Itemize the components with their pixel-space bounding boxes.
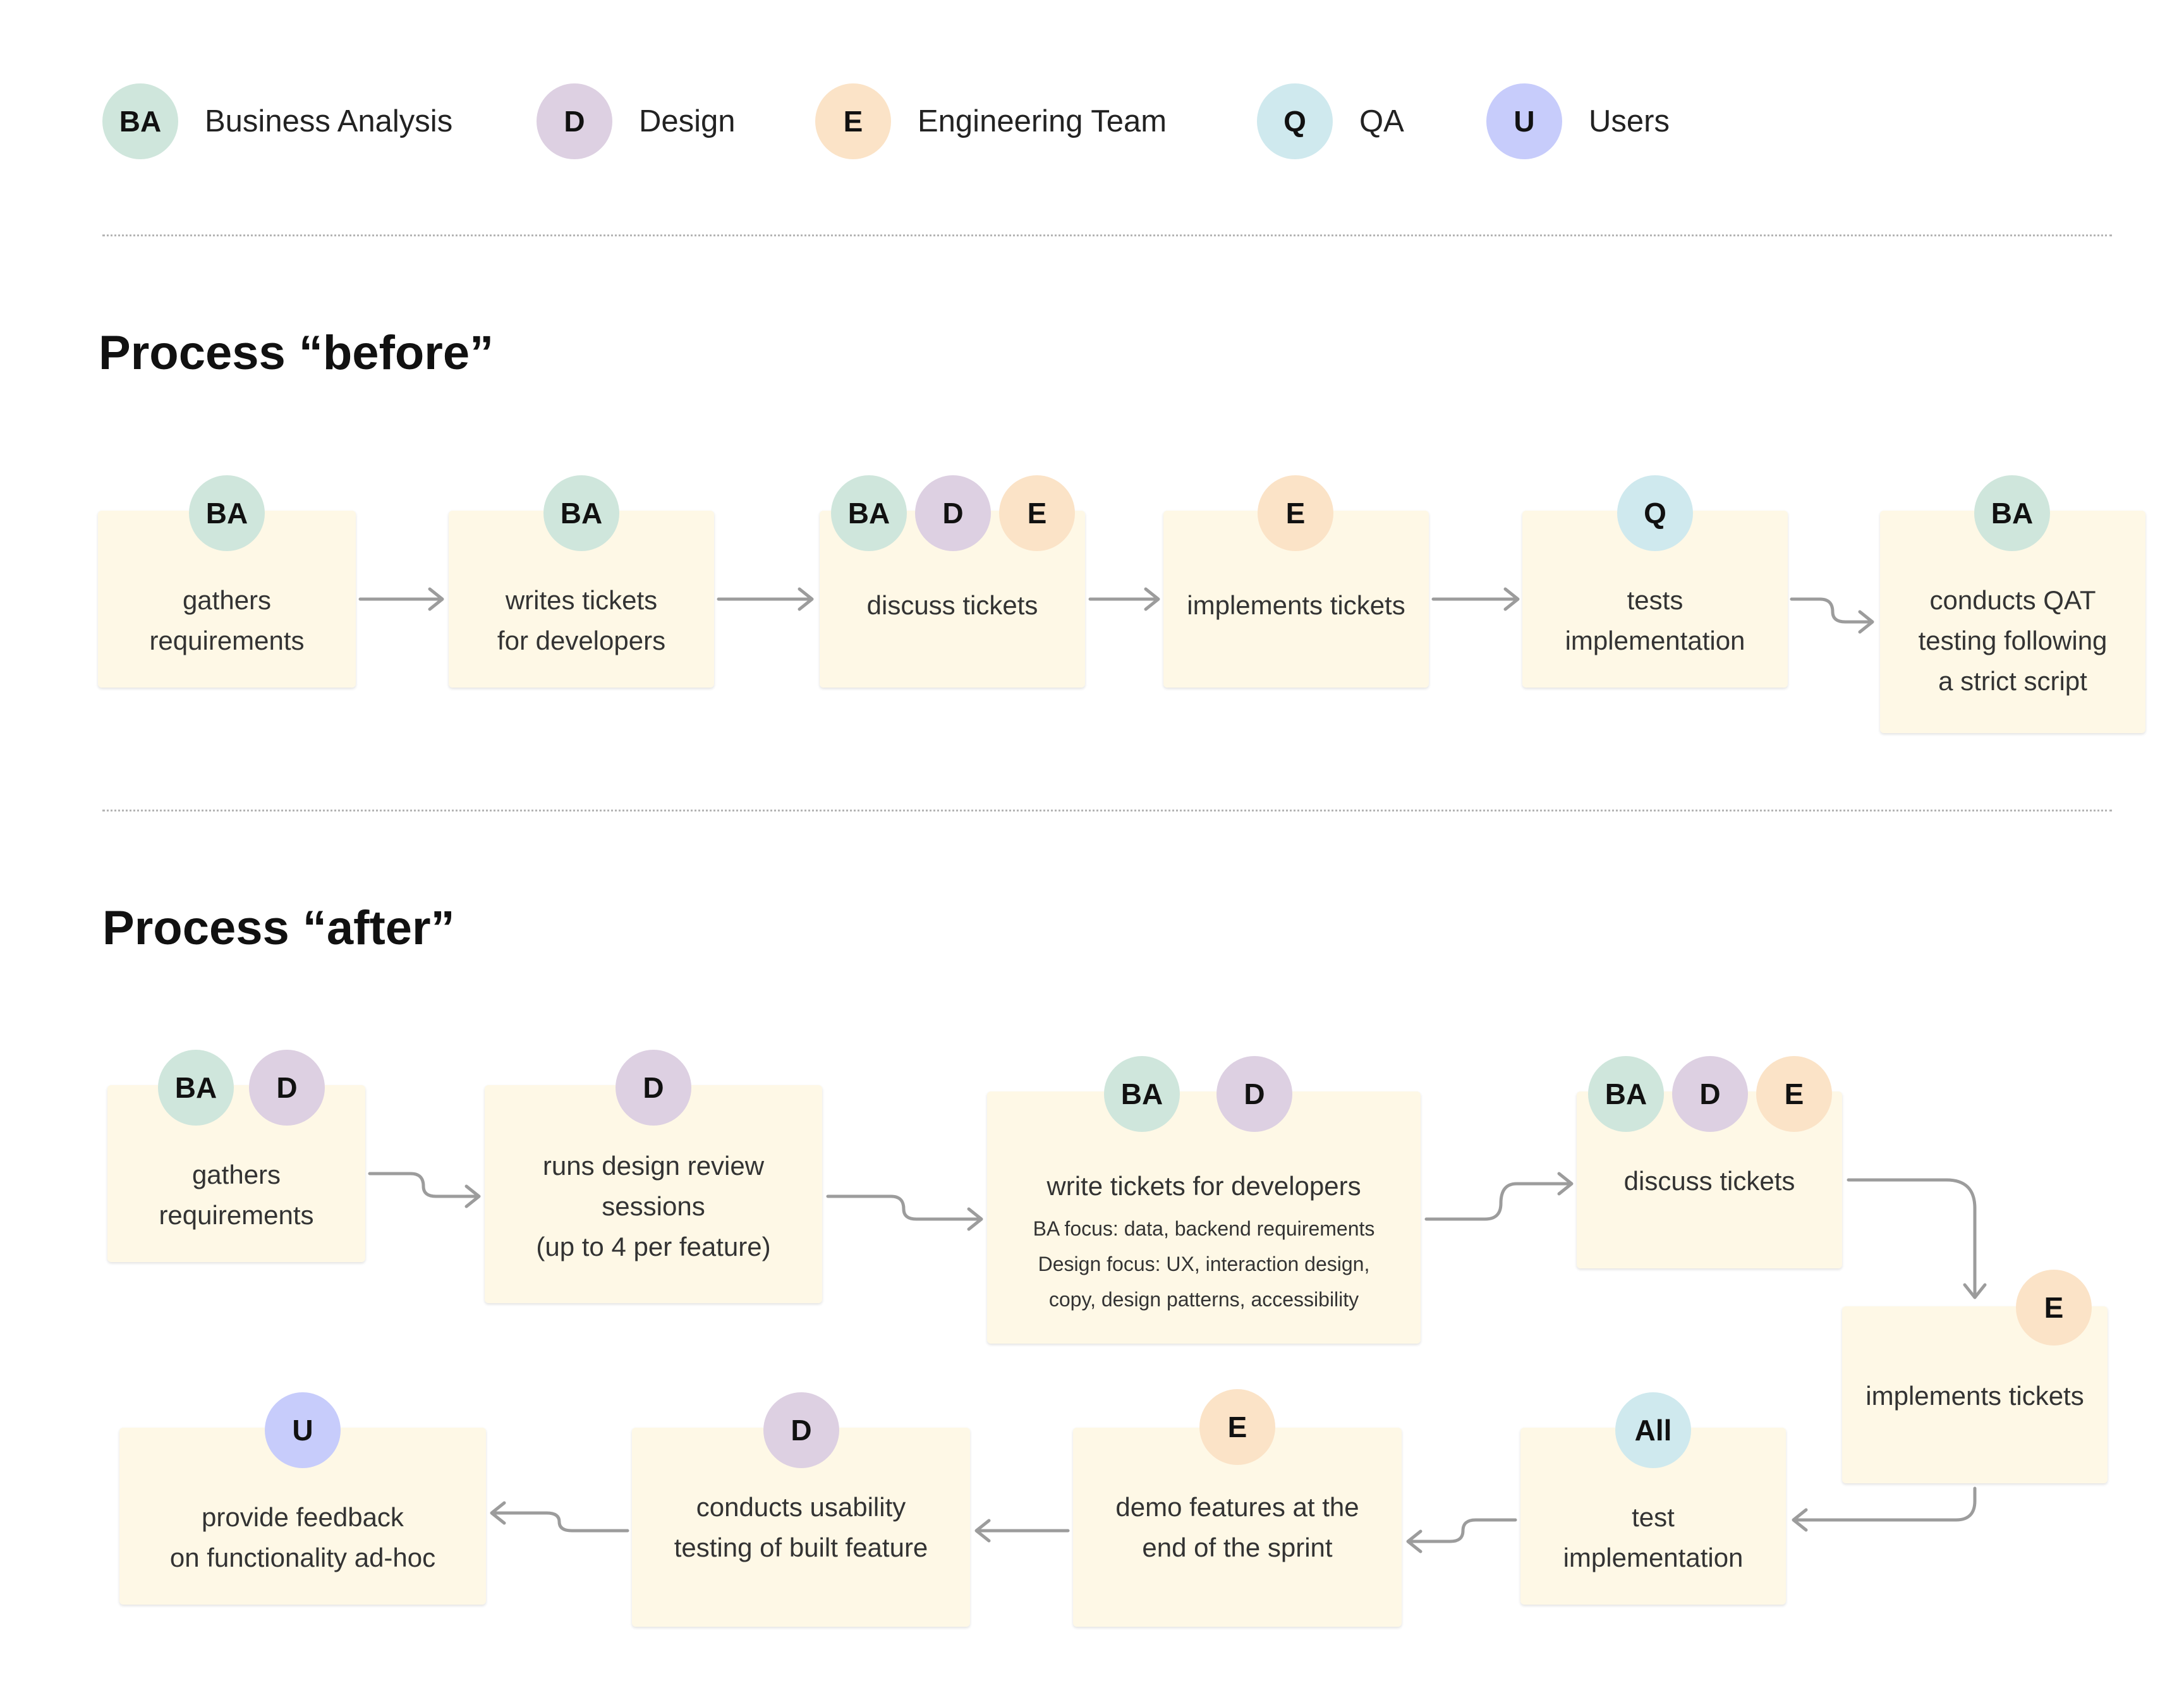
legend-label: Design [639, 104, 736, 138]
step-text: test implementation [1563, 1502, 1744, 1572]
connector-arrow [1424, 1172, 1574, 1221]
step-text: write tickets for developers [1046, 1171, 1361, 1201]
legend-users: U Users [1486, 83, 1670, 159]
role-badge-ba: BA [102, 83, 178, 159]
step-text: tests implementation [1565, 585, 1745, 655]
section-title-before: Process “before” [99, 326, 494, 380]
step-text: gathers requirements [149, 585, 305, 655]
connector-arrow [490, 1501, 629, 1533]
legend-engineering-team: E Engineering Team [815, 83, 1167, 159]
step-text: provide feedback on functionality ad-hoc [169, 1502, 436, 1572]
role-badge-d: D [763, 1392, 839, 1468]
role-badge-ba: BA [158, 1050, 234, 1126]
role-badge-u: U [265, 1392, 341, 1468]
connector-arrow [1790, 597, 1874, 634]
section-divider [102, 234, 2112, 236]
step-detail: BA focus: data, backend requirements Des… [1033, 1217, 1375, 1311]
role-badge-d: D [616, 1050, 691, 1126]
connector-arrow [974, 1519, 1070, 1543]
legend-label: Engineering Team [918, 104, 1167, 138]
role-badge-e: E [1258, 475, 1333, 551]
role-badge-all: All [1615, 1392, 1691, 1468]
role-badge-q: Q [1617, 475, 1693, 551]
role-badge-d: D [249, 1050, 325, 1126]
step-text: conducts usability testing of built feat… [674, 1492, 928, 1562]
role-badge-e: E [1199, 1389, 1275, 1465]
role-badge-d: D [1672, 1056, 1748, 1132]
legend-design: D Design [537, 83, 736, 159]
connector-arrow [1406, 1518, 1517, 1553]
role-badge-d: D [915, 475, 991, 551]
step-text: runs design review sessions (up to 4 per… [536, 1151, 771, 1261]
role-badge-d: D [537, 83, 612, 159]
legend-label: Users [1589, 104, 1670, 138]
connector-arrow [1847, 1178, 1987, 1299]
step-text: discuss tickets [1623, 1166, 1795, 1196]
role-badge-e: E [815, 83, 891, 159]
legend-business-analysis: BA Business Analysis [102, 83, 452, 159]
connector-arrow [717, 587, 814, 611]
step-text: implements tickets [1866, 1381, 2084, 1411]
role-badge-e: E [1756, 1056, 1832, 1132]
step-text: implements tickets [1187, 590, 1405, 620]
connector-arrow [368, 1172, 481, 1208]
role-badge-ba: BA [189, 475, 265, 551]
role-badge-ba: BA [543, 475, 619, 551]
step-text: gathers requirements [159, 1160, 314, 1230]
connector-arrow [358, 587, 444, 611]
step-text: discuss tickets [866, 590, 1038, 620]
role-badge-ba: BA [1104, 1056, 1180, 1132]
connector-arrow [1088, 587, 1160, 611]
step-text: demo features at the end of the sprint [1115, 1492, 1359, 1562]
section-divider [102, 810, 2112, 811]
section-title-after: Process “after” [102, 901, 455, 955]
legend-qa: Q QA [1257, 83, 1404, 159]
connector-arrow [1792, 1486, 1977, 1532]
role-badge-ba: BA [831, 475, 907, 551]
after-step-3-card: write tickets for developers BA focus: d… [987, 1091, 1421, 1344]
legend-label: QA [1359, 104, 1404, 138]
role-badge-ba: BA [1974, 475, 2050, 551]
step-text: conducts QAT testing following a strict … [1918, 585, 2108, 696]
connector-arrow [1431, 587, 1520, 611]
after-step-9-card: provide feedback on functionality ad-hoc [119, 1428, 486, 1605]
role-badge-u: U [1486, 83, 1562, 159]
role-badge-d: D [1216, 1056, 1292, 1132]
after-step-1-card: gathers requirements [107, 1085, 365, 1262]
role-badge-q: Q [1257, 83, 1333, 159]
role-badge-e: E [2016, 1270, 2092, 1346]
role-badge-e: E [999, 475, 1075, 551]
step-text: writes tickets for developers [497, 585, 666, 655]
role-badge-ba: BA [1588, 1056, 1664, 1132]
legend-label: Business Analysis [205, 104, 453, 138]
connector-arrow [826, 1194, 983, 1231]
